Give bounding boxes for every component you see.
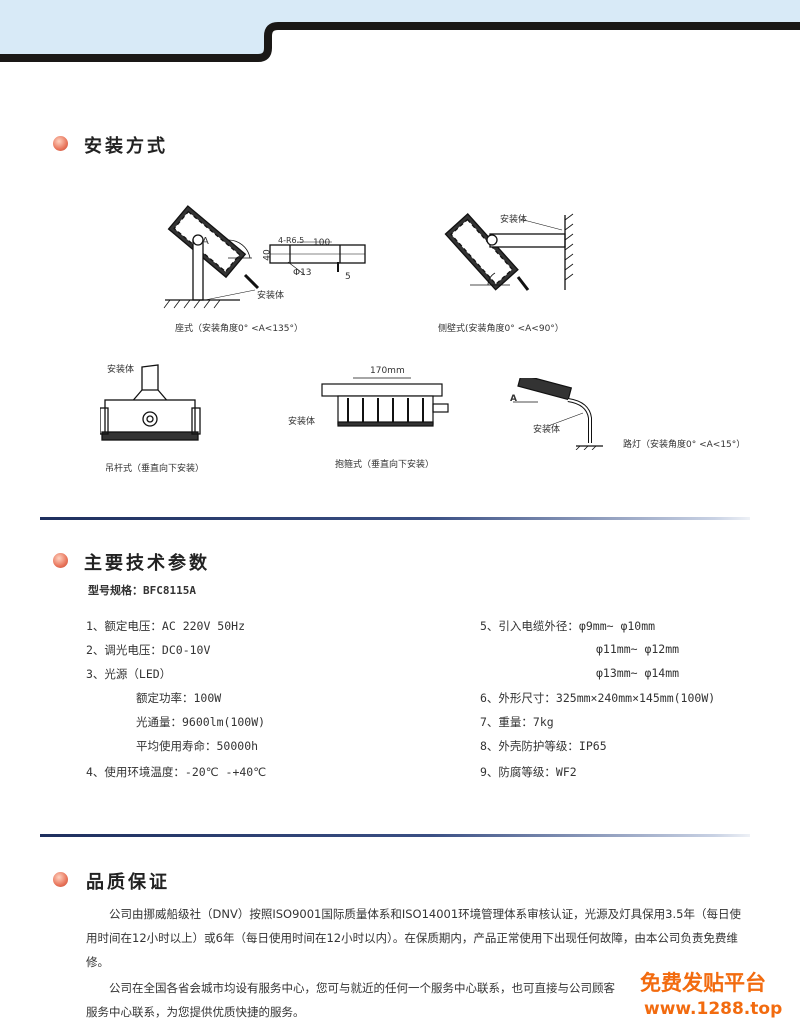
caption-street: 路灯（安装角度0° <A<15°） bbox=[623, 440, 746, 450]
caption-seat: 座式（安装角度0° <A<135°） bbox=[175, 324, 304, 334]
section-title-quality: 品质保证 bbox=[86, 872, 170, 893]
spec-item: 6、外形尺寸：325mm×240mm×145mm(100W) bbox=[480, 691, 716, 705]
spec-item: 平均使用寿命：50000h bbox=[136, 739, 259, 753]
dim-holes: 4-R6.5 bbox=[278, 236, 305, 245]
section-title-install: 安装方式 bbox=[84, 136, 168, 157]
dim-dia: Φ13 bbox=[293, 268, 312, 278]
side-body-label: 安装体 bbox=[500, 215, 528, 225]
dim-thick: 5 bbox=[345, 272, 351, 282]
section-title-specs: 主要技术参数 bbox=[84, 553, 210, 574]
street-angle-label: A bbox=[510, 394, 517, 404]
clamp-body-label: 安装体 bbox=[288, 417, 316, 427]
street-light-diagram bbox=[513, 378, 603, 450]
pendant-diagram bbox=[100, 364, 201, 441]
seat-mount-diagram bbox=[163, 205, 366, 309]
spec-item: 3、光源（LED） bbox=[86, 667, 172, 681]
section-divider bbox=[40, 834, 750, 837]
spec-item: 2、调光电压：DC0-10V bbox=[86, 643, 211, 657]
section-divider bbox=[40, 517, 750, 520]
section-bullet-icon bbox=[53, 136, 68, 151]
caption-clamp: 抱箍式（垂直向下安装） bbox=[335, 460, 435, 470]
caption-pendant: 吊杆式（垂直向下安装） bbox=[105, 464, 205, 474]
spec-item: 4、使用环境温度：-20℃ -+40℃ bbox=[86, 765, 267, 779]
spec-item: 光通量：9600lm(100W) bbox=[136, 715, 266, 729]
side-wall-diagram bbox=[444, 213, 574, 291]
pendant-body-label: 安装体 bbox=[107, 365, 135, 375]
caption-side-wall: 侧壁式(安装角度0° <A<90°） bbox=[438, 324, 564, 334]
section-bullet-icon bbox=[53, 553, 68, 568]
quality-paragraph-1: 公司由挪威船级社（DNV）按照ISO9001国际质量体系和ISO14001环境管… bbox=[86, 907, 741, 969]
spec-item: φ11mm~ φ12mm bbox=[596, 642, 680, 656]
angle-label: A bbox=[202, 236, 209, 247]
header-band bbox=[0, 0, 800, 62]
quality-text: 公司由挪威船级社（DNV）按照ISO9001国际质量体系和ISO14001环境管… bbox=[86, 902, 746, 1024]
model-number: 型号规格：BFC8115A bbox=[88, 584, 196, 597]
spec-item: 9、防腐等级：WF2 bbox=[480, 765, 577, 779]
seat-body-label: 安装体 bbox=[257, 291, 285, 301]
street-body-label: 安装体 bbox=[533, 425, 561, 435]
quality-paragraph-2: 公司在全国各省会城市均设有服务中心，您可与就近的任何一个服务中心联系，也可直接与… bbox=[86, 981, 615, 1019]
watermark-url: www.1288.top bbox=[644, 999, 783, 1019]
spec-item: φ13mm~ φ14mm bbox=[596, 666, 680, 680]
spec-item: 5、引入电缆外径：φ9mm~ φ10mm bbox=[480, 619, 656, 633]
spec-item: 8、外壳防护等级：IP65 bbox=[480, 739, 607, 753]
clamp-dim: 170mm bbox=[370, 366, 405, 376]
clamp-diagram bbox=[321, 377, 449, 427]
dim-height: 40 bbox=[262, 249, 273, 261]
spec-item: 1、额定电压：AC 220V 50Hz bbox=[86, 619, 246, 633]
spec-item: 额定功率：100W bbox=[136, 691, 222, 705]
section-bullet-icon bbox=[53, 872, 68, 887]
dim-span: 100 bbox=[313, 238, 331, 248]
spec-item: 7、重量：7kg bbox=[480, 715, 554, 729]
watermark-title: 免费发贴平台 bbox=[640, 971, 766, 995]
